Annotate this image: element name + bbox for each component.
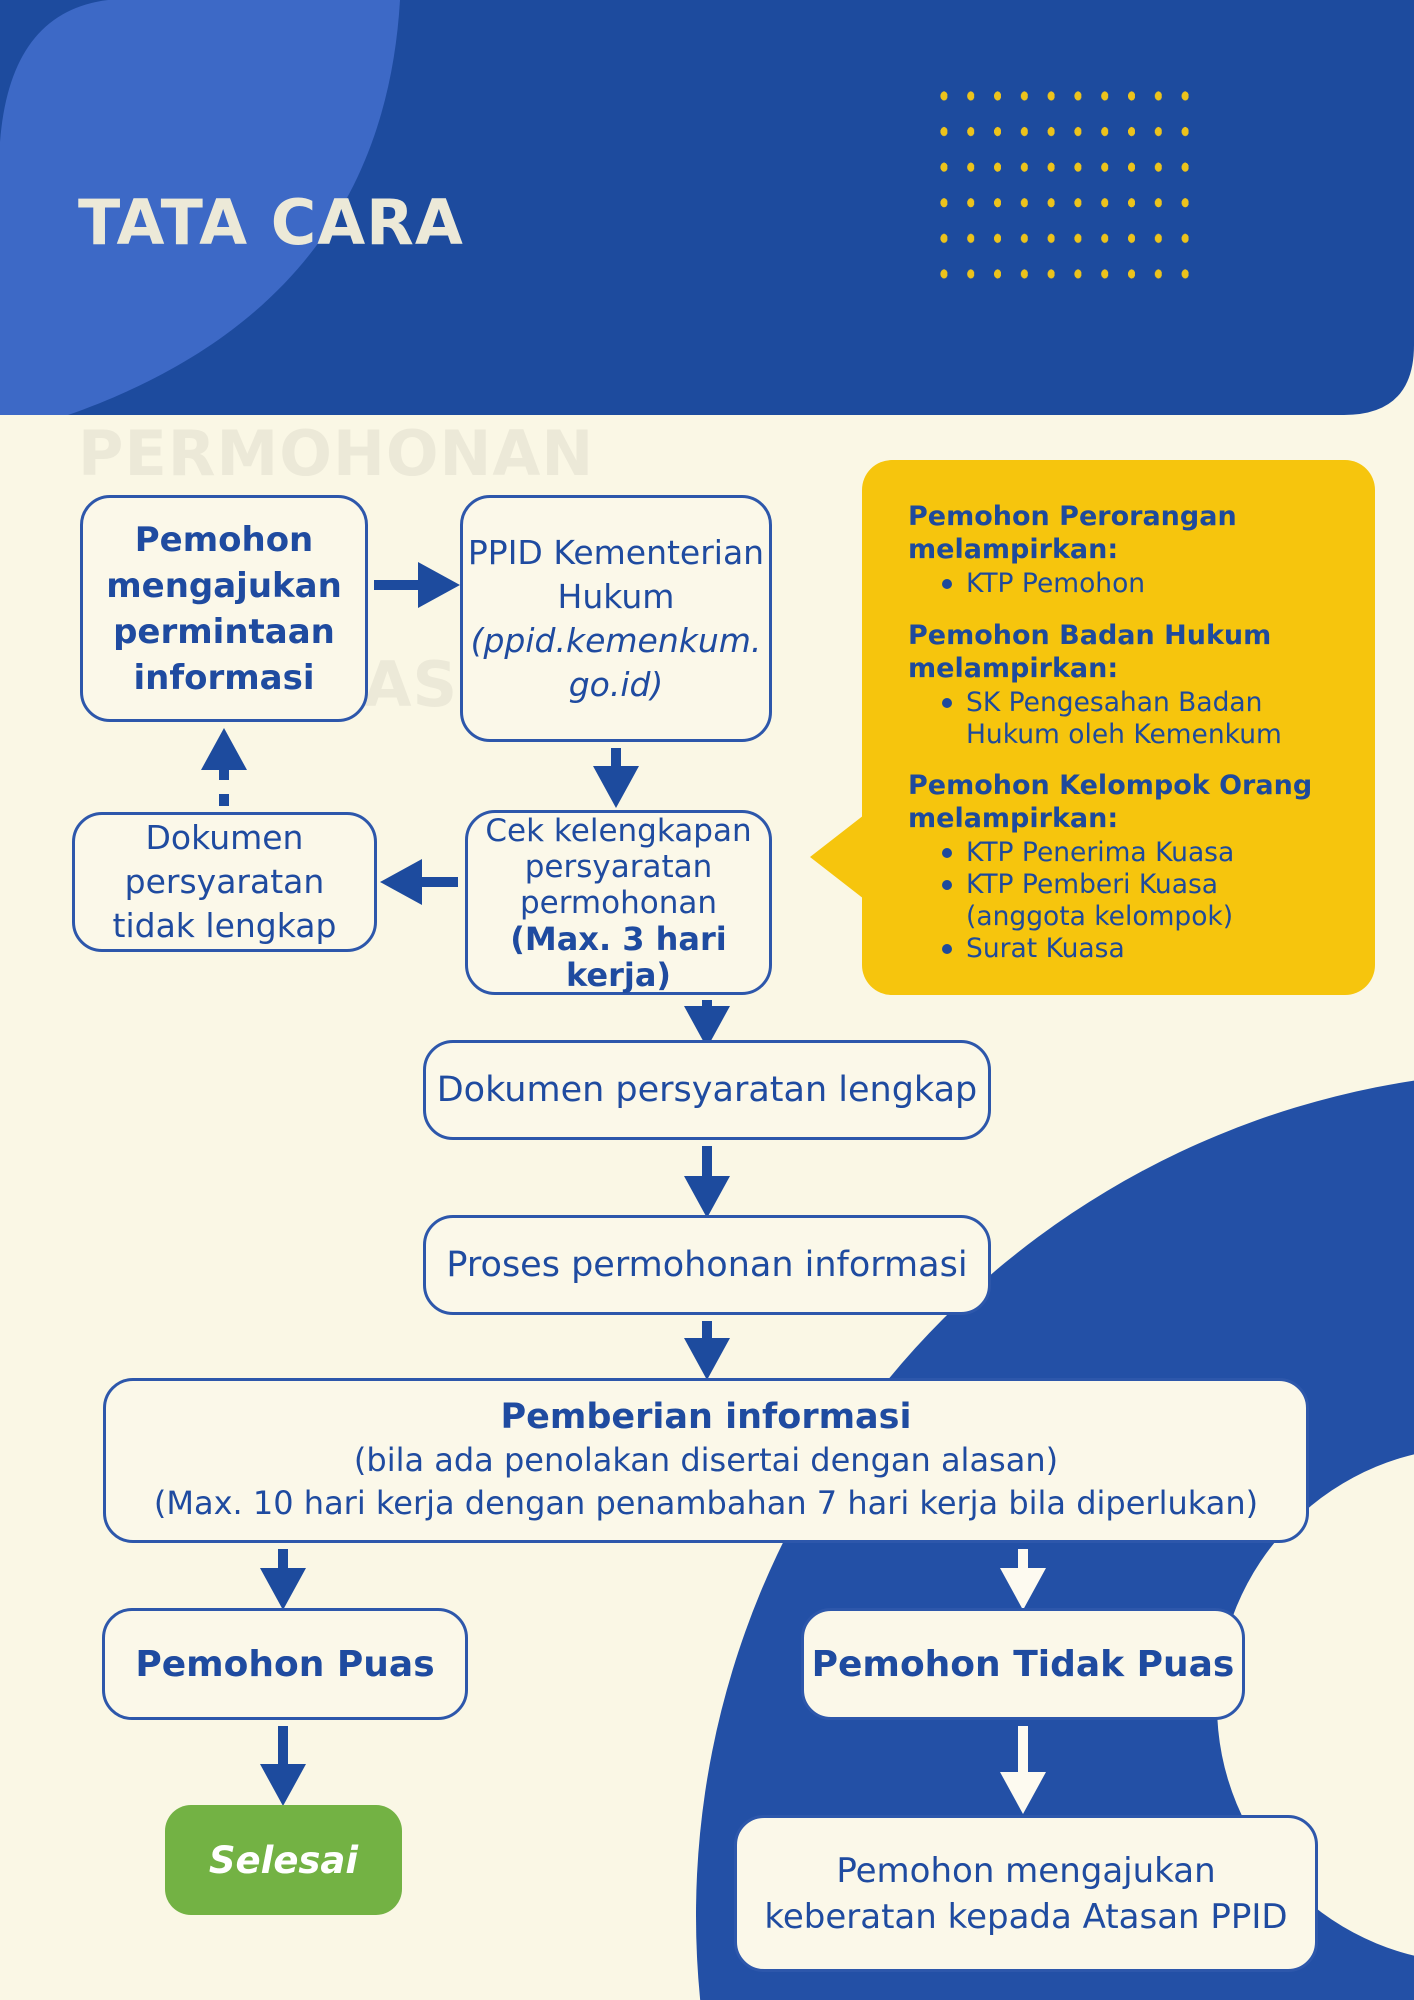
attachments-section-legal-entity: Pemohon Badan Hukum melampirkan: SK Peng… xyxy=(908,619,1345,751)
list-item: KTP Pemohon xyxy=(942,568,1311,600)
box-done-label: Selesai xyxy=(208,1838,359,1882)
box-ppid-url: (ppid.kemenkum. xyxy=(470,620,762,660)
box-ppid-url: go.id) xyxy=(568,664,664,704)
callout-tail xyxy=(810,815,864,899)
box-unsatisfied: Pemohon Tidak Puas xyxy=(801,1608,1245,1720)
box-delivery-title: Pemberian informasi xyxy=(500,1397,912,1437)
box-objection-line: keberatan kepada Atasan PPID xyxy=(764,1896,1288,1937)
header: TATA CARA PERMOHONAN INFORMASI xyxy=(0,0,1414,721)
section-items: KTP Pemohon xyxy=(908,568,1345,600)
box-process-label: Proses permohonan informasi xyxy=(446,1245,968,1285)
box-request-line: mengajukan xyxy=(106,565,342,606)
section-title-line: Pemohon Badan Hukum xyxy=(908,619,1272,651)
box-incomplete-line: tidak lengkap xyxy=(112,906,337,945)
box-check-duration: kerja) xyxy=(565,955,672,994)
title-line: TATA CARA xyxy=(78,186,464,259)
attachments-section-individual: Pemohon Perorangan melampirkan: KTP Pemo… xyxy=(908,500,1345,600)
section-title-line: Pemohon Perorangan xyxy=(908,501,1237,532)
attachments-callout: Pemohon Perorangan melampirkan: KTP Pemo… xyxy=(810,460,1375,995)
box-incomplete-line: Dokumen xyxy=(145,818,304,857)
box-incomplete: Dokumen persyaratan tidak lengkap xyxy=(72,812,377,952)
box-ppid: PPID Kementerian Hukum (ppid.kemenkum. g… xyxy=(460,495,772,742)
section-items: KTP Penerima Kuasa KTP Pemberi Kuasa (an… xyxy=(908,837,1345,965)
box-ppid-line: PPID Kementerian xyxy=(467,532,765,572)
box-objection-line: Pemohon mengajukan xyxy=(836,1850,1216,1891)
section-title-line: Pemohon Kelompok Orang xyxy=(908,770,1313,801)
box-delivery-line: (bila ada penolakan disertai dengan alas… xyxy=(353,1441,1059,1479)
list-item: SK Pengesahan Badan Hukum oleh Kemenkum xyxy=(942,687,1311,751)
box-unsatisfied-label: Pemohon Tidak Puas xyxy=(811,1643,1235,1685)
box-ppid-line: Hukum xyxy=(557,576,675,616)
box-delivery: Pemberian informasi (bila ada penolakan … xyxy=(103,1378,1309,1543)
box-request-line: informasi xyxy=(133,657,315,698)
list-item: KTP Pemberi Kuasa (anggota kelompok) xyxy=(942,869,1311,933)
box-delivery-line: (Max. 10 hari kerja dengan penambahan 7 … xyxy=(153,1484,1259,1522)
box-check-line: permohonan xyxy=(519,884,718,921)
box-objection: Pemohon mengajukan keberatan kepada Atas… xyxy=(734,1815,1318,1972)
dot-grid-decoration xyxy=(931,79,1199,297)
box-satisfied: Pemohon Puas xyxy=(102,1608,468,1720)
page-title: TATA CARA PERMOHONAN INFORMASI xyxy=(78,30,594,877)
section-title: Pemohon Badan Hukum melampirkan: xyxy=(908,619,1345,685)
box-check-line: Cek kelengkapan xyxy=(485,812,752,849)
box-process: Proses permohonan informasi xyxy=(423,1215,991,1315)
section-items: SK Pengesahan Badan Hukum oleh Kemenkum xyxy=(908,687,1345,751)
title-line: PERMOHONAN xyxy=(78,417,595,490)
section-title-line: melampirkan: xyxy=(908,534,1119,565)
list-item: KTP Penerima Kuasa xyxy=(942,837,1311,869)
box-satisfied-label: Pemohon Puas xyxy=(135,1643,435,1685)
section-title-line: melampirkan: xyxy=(908,803,1119,834)
section-title-line: melampirkan: xyxy=(908,652,1119,684)
box-check-duration: (Max. 3 hari xyxy=(510,919,727,958)
list-item: Surat Kuasa xyxy=(942,933,1311,965)
box-check-line: persyaratan xyxy=(524,848,713,885)
box-check: Cek kelengkapan persyaratan permohonan (… xyxy=(465,810,772,995)
box-incomplete-line: persyaratan xyxy=(124,862,325,901)
box-complete-label: Dokumen persyaratan lengkap xyxy=(436,1070,978,1110)
box-complete: Dokumen persyaratan lengkap xyxy=(423,1040,991,1140)
section-title: Pemohon Perorangan melampirkan: xyxy=(908,500,1345,566)
box-request-line: permintaan xyxy=(113,611,335,652)
box-request: Pemohon mengajukan permintaan informasi xyxy=(80,495,368,722)
section-title: Pemohon Kelompok Orang melampirkan: xyxy=(908,769,1345,835)
box-request-line: Pemohon xyxy=(134,519,314,560)
box-done: Selesai xyxy=(165,1805,402,1915)
attachments-section-group: Pemohon Kelompok Orang melampirkan: KTP … xyxy=(908,769,1345,965)
